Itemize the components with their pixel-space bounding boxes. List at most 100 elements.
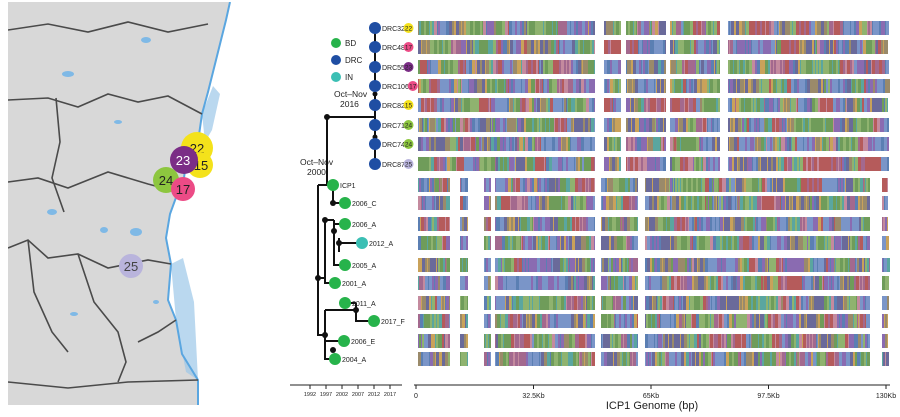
genome-segment [674,178,675,192]
genome-segment [601,258,602,272]
genome-gap [621,40,626,54]
genome-segment [554,118,555,132]
genome-segment [430,118,432,132]
genome-segment [614,217,616,231]
genome-segment [752,314,754,328]
genome-segment [824,258,826,272]
genome-segment [432,196,434,210]
genome-segment [791,40,794,54]
genome-segment [838,79,839,93]
genome-segment [774,21,777,35]
genome-segment [560,79,562,93]
genome-segment [635,79,638,93]
genome-segment [763,334,764,348]
genome-segment [733,60,734,74]
genome-segment [568,352,569,366]
genome-segment [786,196,789,210]
genome-segment [767,236,770,250]
genome-segment [863,137,864,151]
genome-segment [526,352,528,366]
genome-segment [649,217,652,231]
genome-segment [649,296,652,310]
genome-segment [799,296,801,310]
genome-segment [652,258,654,272]
genome-segment [448,236,451,250]
genome-segment [750,137,752,151]
genome-segment [710,334,713,348]
genome-segment [737,40,739,54]
genome-segment [743,296,745,310]
genome-segment [610,40,611,54]
genome-segment [769,21,771,35]
genome-segment [465,60,466,74]
genome-segment [522,258,523,272]
genome-segment [545,236,546,250]
genome-segment [747,314,750,328]
genome-segment [639,40,642,54]
genome-segment [420,258,421,272]
genome-segment [805,276,808,290]
genome-segment [454,79,457,93]
genome-segment [553,21,556,35]
genome-segment [591,334,592,348]
genome-segment [518,236,520,250]
genome-segment [582,137,583,151]
genome-segment [829,196,830,210]
genome-segment [770,276,771,290]
genome-segment [866,296,869,310]
genome-segment [435,352,436,366]
node-annotations: Oct–Nov 2016 Oct–Nov 2000 [300,89,368,177]
genome-segment [418,178,419,192]
genome-segment [880,118,882,132]
genome-segment [847,217,850,231]
genome-segment [758,60,760,74]
genome-segment [554,276,557,290]
genome-segment [730,296,733,310]
genome-segment [718,236,719,250]
genome-segment [872,40,875,54]
genome-segment [718,157,720,171]
genome-segment [738,314,740,328]
genome-segment [885,60,886,74]
genome-segment [729,178,731,192]
genome-segment [845,334,848,348]
genome-segment [679,296,681,310]
genome-segment [752,236,753,250]
genome-segment [866,60,868,74]
genome-segment [530,334,532,348]
genome-segment [604,157,606,171]
genome-gap [666,79,670,93]
genome-segment [807,137,809,151]
genome-segment [437,157,439,171]
genome-segment [604,60,607,74]
genome-segment [878,40,881,54]
genome-segment [875,60,877,74]
genome-segment [495,236,497,250]
genome-segment [423,79,426,93]
genome-segment [673,118,675,132]
genome-segment [536,79,539,93]
genome-segment [703,296,706,310]
genome-segment [666,296,669,310]
genome-segment [581,60,582,74]
drc-leaf-label: DRC82 [382,103,405,110]
genome-segment [619,258,620,272]
genome-segment [827,334,828,348]
genome-segment [552,178,555,192]
genome-segment [841,217,844,231]
genome-segment [540,137,541,151]
genome-segment [667,217,670,231]
genome-segment [632,118,635,132]
genome-segment [630,157,633,171]
genome-segment [820,296,823,310]
genome-segment [558,21,560,35]
genome-segment [430,352,433,366]
genome-segment [691,98,693,112]
genome-segment [424,40,426,54]
genome-gap [666,21,670,35]
genome-gap [621,157,626,171]
genome-segment [561,236,564,250]
genome-segment [418,217,420,231]
genome-segment [427,40,430,54]
genome-segment [751,196,753,210]
